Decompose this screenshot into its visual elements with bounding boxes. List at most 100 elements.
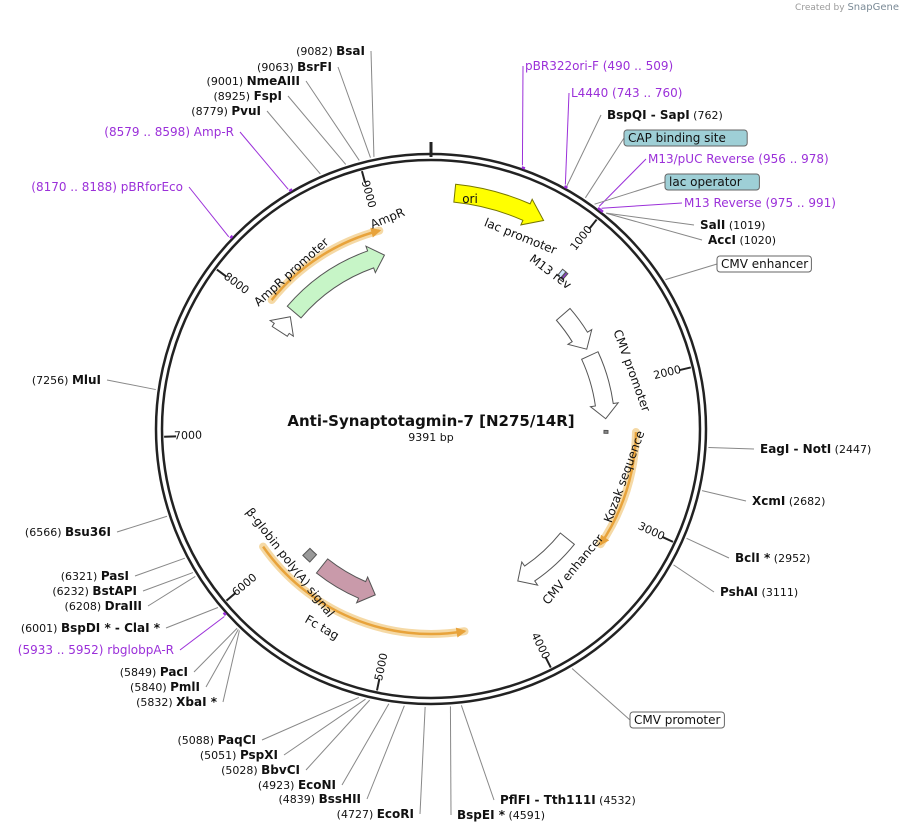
scale-tick-label: 8000 [221, 270, 251, 297]
enzyme-leader-line [701, 490, 747, 502]
feature-label: Fc tag [302, 612, 341, 643]
scale-tick-label: 7000 [174, 429, 202, 443]
feature-arrow [580, 351, 620, 420]
enzyme-name: BsrFI [297, 60, 332, 74]
enzyme-name: MluI [72, 373, 101, 387]
enzyme-label: AccI (1020) [708, 233, 776, 247]
enzyme-label: PshAI (3111) [720, 585, 798, 599]
primer-site-mark [521, 166, 526, 170]
scale-tick [216, 268, 228, 278]
primer-leader-line [521, 65, 524, 166]
primer-label: L4440 (743 .. 760) [571, 86, 682, 100]
primer-leader-line [239, 131, 289, 190]
enzyme-name: BstAPI [92, 584, 137, 598]
enzyme-leader-line [266, 110, 321, 175]
enzyme-position: (5028) [221, 764, 261, 777]
orf-arc [262, 545, 465, 636]
orf-arrowhead [370, 227, 382, 238]
enzyme-position: (8925) [214, 90, 254, 103]
primer-label: M13 Reverse (975 .. 991) [684, 196, 836, 210]
enzyme-leader-line [205, 629, 239, 688]
enzyme-position: (4727) [337, 808, 377, 821]
enzyme-position: (2952) [770, 552, 810, 565]
enzyme-position: (3111) [758, 586, 798, 599]
primer-site-mark [599, 208, 604, 213]
feature-label: M13 rev [527, 252, 574, 292]
enzyme-leader-line [460, 705, 495, 801]
enzyme-label: (4839) BssHII [279, 792, 361, 806]
enzyme-label: (5840) PmlI [130, 680, 200, 694]
enzyme-label: (8779) PvuI [191, 104, 261, 118]
orf-arc [270, 229, 380, 301]
primer-site-mark [222, 611, 227, 616]
enzyme-position: (6232) [52, 585, 92, 598]
enzyme-position: (7256) [32, 374, 72, 387]
feature-label: AmpR [368, 205, 406, 231]
enzyme-leader-line [673, 564, 715, 593]
primer-site-mark [597, 206, 602, 212]
enzyme-leader-line [287, 95, 347, 165]
enzyme-name: BssHII [319, 792, 361, 806]
plasmid-name: Anti-Synaptotagmin-7 [N275/14R] [287, 412, 575, 430]
feature-box-label: CMV promoter [634, 713, 721, 727]
enzyme-label: (5051) PspXI [200, 748, 278, 762]
enzyme-leader-line [261, 697, 360, 741]
enzyme-leader-line [341, 703, 390, 786]
enzyme-leader-line [283, 698, 366, 756]
scale-tick [661, 535, 674, 543]
enzyme-position: (5840) [130, 681, 170, 694]
enzyme-position: (2682) [785, 495, 825, 508]
enzyme-label: (6232) BstAPI [52, 584, 137, 598]
enzyme-position: (8779) [191, 105, 231, 118]
scale-tick-label: 6000 [230, 571, 260, 599]
enzyme-leader-line [142, 572, 194, 592]
enzyme-label: BclI * (2952) [735, 551, 810, 565]
orf-arrowhead [455, 627, 467, 638]
enzyme-name: EcoNI [298, 778, 336, 792]
enzyme-name: EcoRI [377, 807, 414, 821]
enzyme-leader-line [366, 705, 405, 800]
enzyme-position: (2447) [831, 443, 871, 456]
enzyme-position: (9082) [296, 45, 336, 58]
enzyme-leader-line [566, 114, 602, 187]
enzyme-position: (6001) [21, 622, 61, 635]
feature-block [603, 429, 609, 434]
enzyme-label: BspQI - SapI (762) [607, 108, 723, 122]
feature-arrow [268, 316, 295, 338]
enzyme-position: (5088) [177, 734, 217, 747]
enzyme-name: BclI * [735, 551, 771, 565]
scale-tick-label: 9000 [359, 179, 379, 209]
feature-box [664, 173, 760, 191]
enzyme-position: (1020) [736, 234, 776, 247]
enzyme-name: Bsu36I [65, 525, 111, 539]
feature-box-label: CAP binding site [628, 131, 726, 145]
feature-label: lac promoter [482, 215, 558, 257]
enzyme-leader-line [370, 50, 375, 157]
orf-arc [599, 432, 638, 545]
enzyme-label: BspEI * (4591) [457, 808, 545, 822]
feature-box-label: lac operator [669, 175, 742, 189]
scale-tick [544, 656, 552, 669]
credit-label: Created by SnapGene [795, 2, 899, 13]
credit-prefix: Created by [795, 3, 845, 13]
primer-site-mark [229, 234, 234, 240]
feature-leader-line [594, 181, 666, 205]
enzyme-label: XcmI (2682) [752, 494, 825, 508]
enzyme-leader-line [708, 446, 755, 450]
orf-arrowhead [599, 534, 610, 546]
primer-label: (5933 .. 5952) rbglobpA-R [18, 643, 174, 657]
feature-arrow [555, 307, 593, 350]
enzyme-label: (7256) MluI [32, 373, 101, 387]
feature-block [560, 271, 569, 281]
enzyme-position: (6321) [61, 570, 101, 583]
backbone-inner-ring [160, 158, 702, 700]
enzyme-leader-line [305, 80, 360, 161]
enzyme-name: BspQI - SapI [607, 108, 690, 122]
feature-arrow [315, 558, 376, 604]
enzyme-label: PflFI - Tth111I (4532) [500, 793, 636, 807]
enzyme-position: (4532) [596, 794, 636, 807]
enzyme-position: (6566) [25, 526, 65, 539]
primer-leader-line [598, 158, 647, 207]
enzyme-name: PspXI [240, 748, 278, 762]
